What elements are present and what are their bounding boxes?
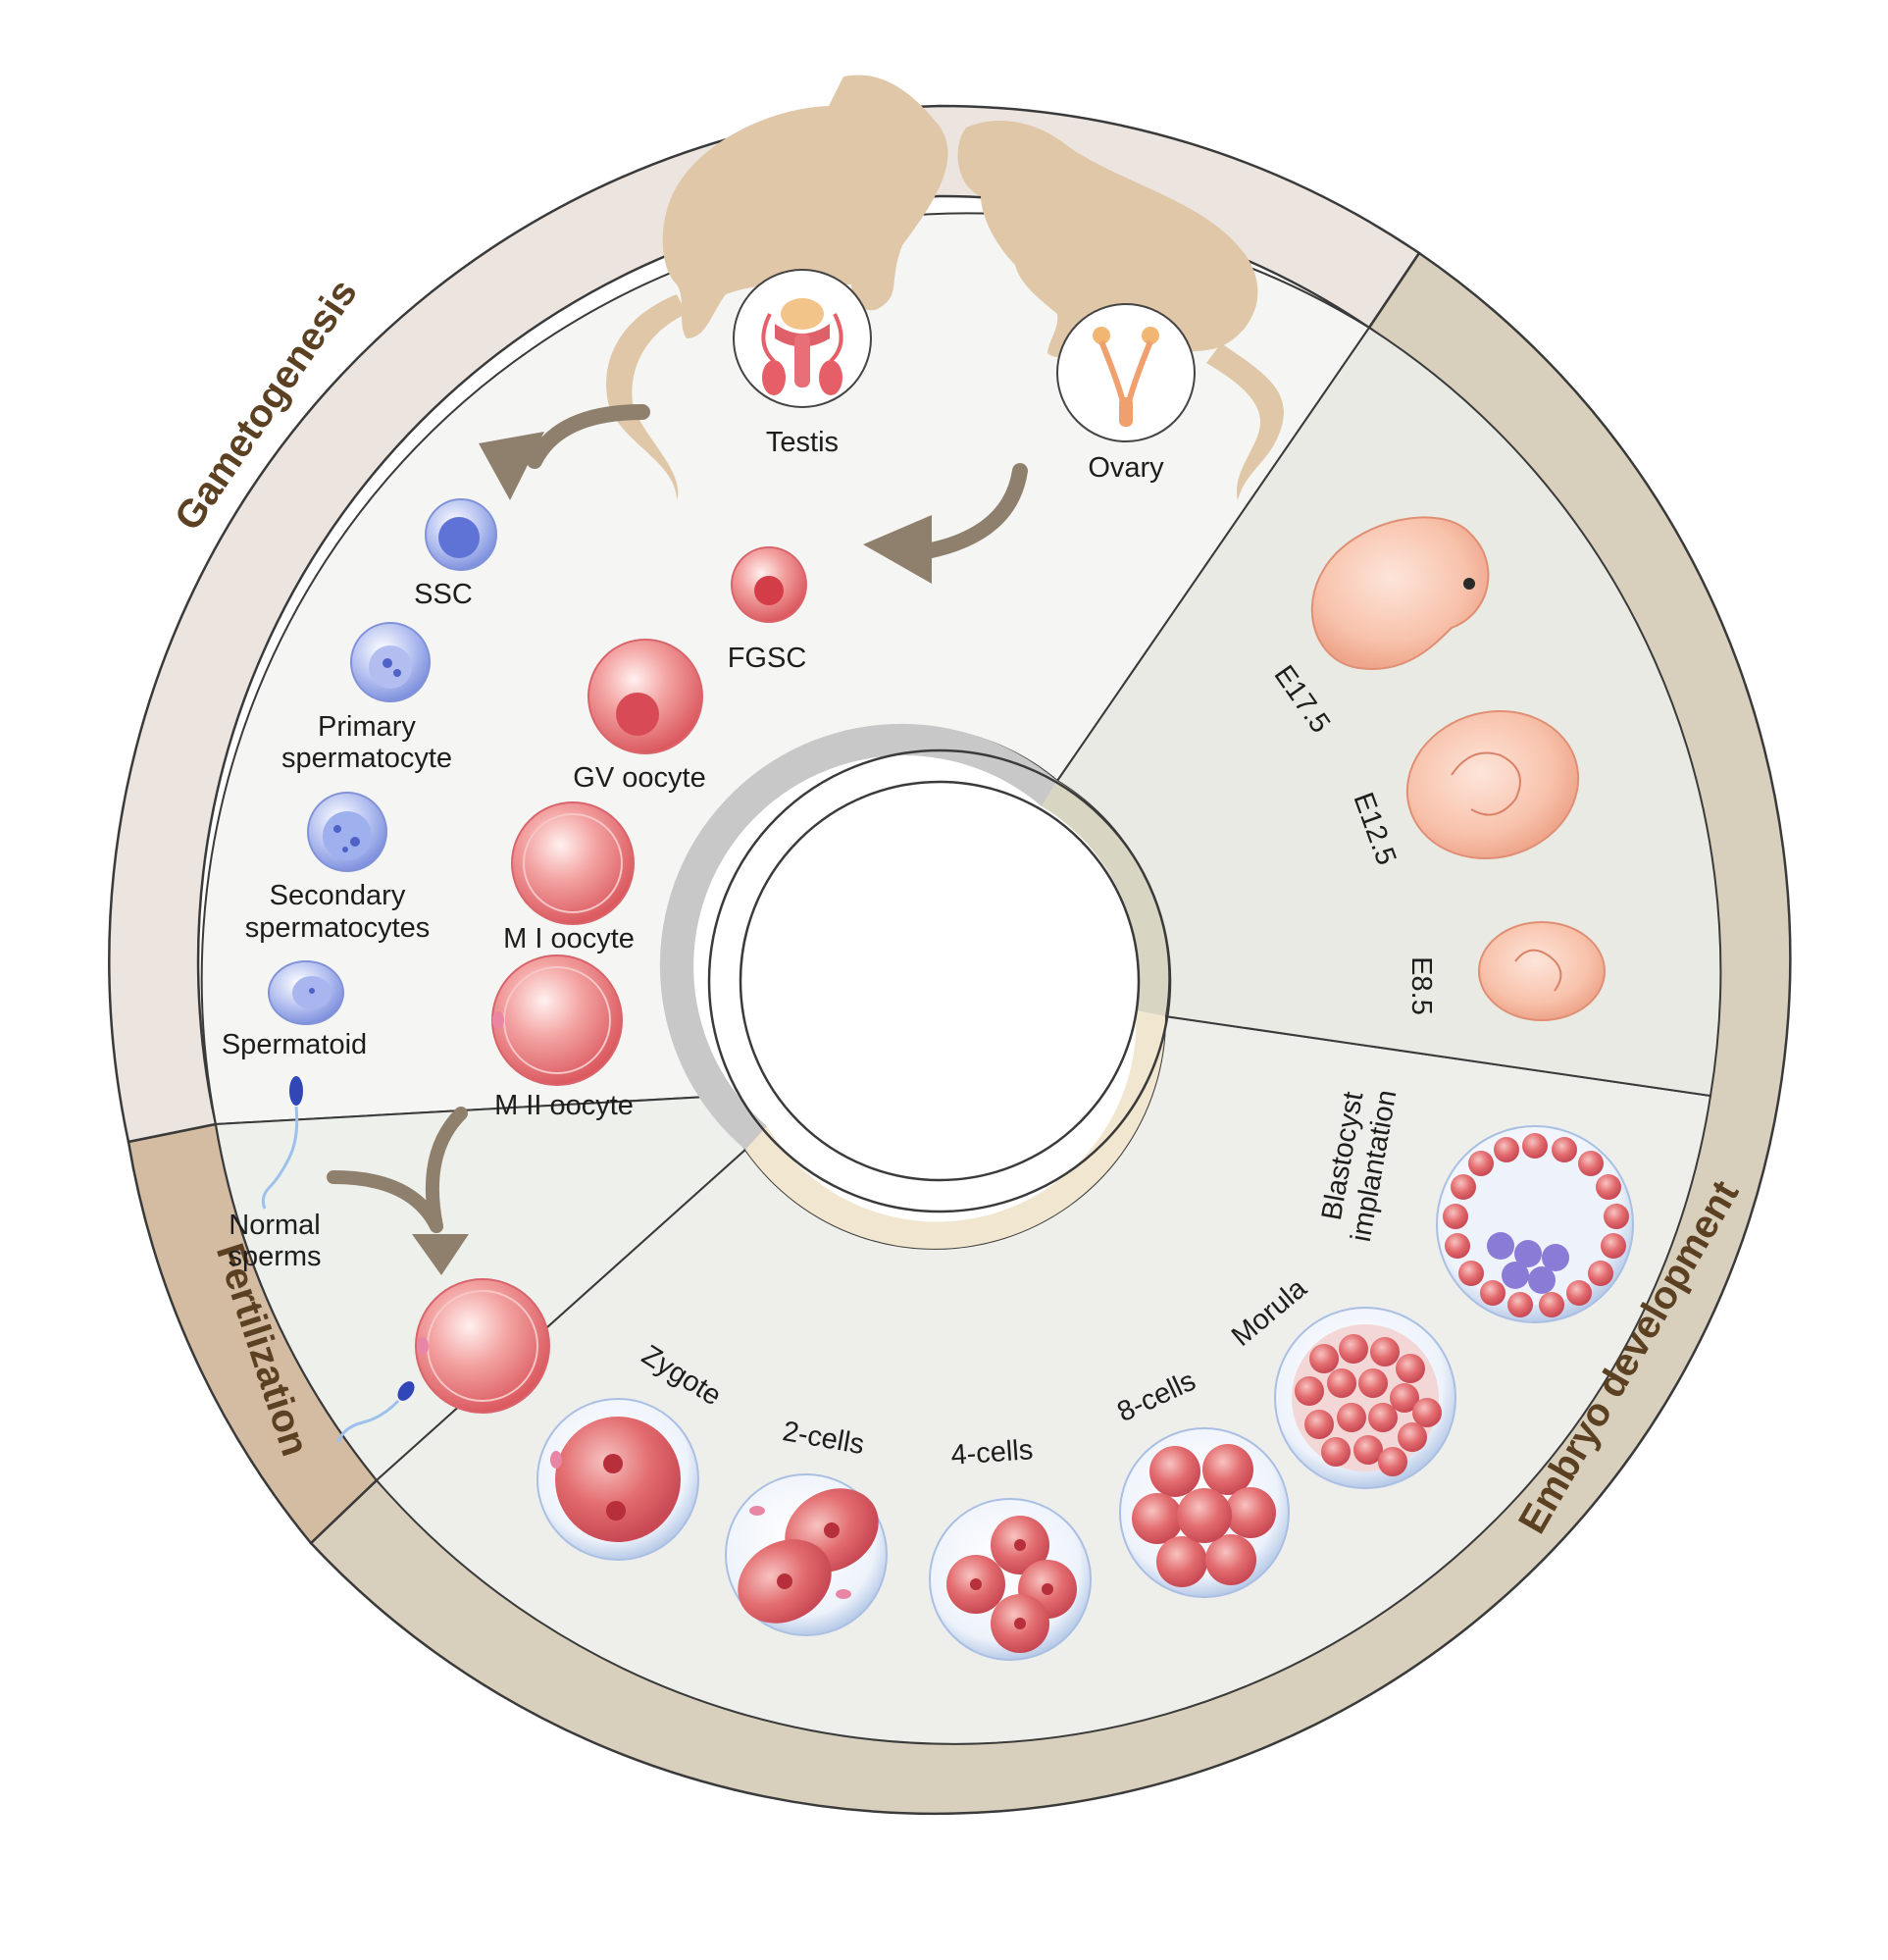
normal-sperm-icon [261, 1076, 303, 1210]
secondary-spermatocytes-label-1: Secondary [270, 880, 406, 911]
sperm-to-fertilization-arrow [327, 1170, 443, 1233]
m1-oocyte-cell [511, 801, 635, 925]
fgsc-label: FGSC [728, 643, 807, 674]
gametogenesis-ring [108, 104, 1421, 1144]
fertilized-egg [336, 1278, 550, 1443]
normal-sperms-label-1: Normal [229, 1210, 320, 1241]
inner-ring-cream [745, 1010, 1166, 1249]
e85-embryo [1478, 921, 1606, 1021]
four-cells-label: 4-cells [949, 1434, 1034, 1471]
center-hole [739, 780, 1141, 1182]
m1-oocyte-label: M I oocyte [503, 923, 635, 954]
ssc-cell [425, 498, 497, 571]
two-cell-embryo [725, 1473, 888, 1636]
primary-spermatocyte-label-1: Primary [318, 711, 416, 743]
e175-embryo [1310, 516, 1490, 670]
testis-to-ssc-arrow [527, 404, 650, 469]
secondary-spermatocytes-label-2: spermatocytes [245, 912, 431, 944]
inner-ring-outline [707, 748, 1172, 1213]
male-mouse [606, 75, 948, 500]
spermatoid-label: Spermatoid [222, 1029, 367, 1060]
spermatoid-cell [268, 960, 344, 1025]
fgsc-cell [731, 546, 807, 623]
m2-oocyte-cell [491, 954, 623, 1086]
inner-ring-olive [1042, 781, 1169, 1016]
inner-ring-grey [659, 723, 1057, 1150]
gv-oocyte-cell [587, 639, 703, 754]
primary-spermatocyte-label-2: spermatocyte [281, 743, 452, 774]
ovary-arrow-head [863, 515, 932, 584]
zygote-embryo [536, 1398, 699, 1561]
ovary-to-fgsc-arrow [919, 463, 1028, 559]
m2-oocyte-label: M II oocyte [494, 1090, 634, 1121]
e85-label: E8.5 [1405, 956, 1437, 1015]
testis-arrow-head [479, 432, 544, 500]
blastocyst-embryo [1436, 1125, 1634, 1323]
testis-icon [733, 269, 872, 408]
gv-oocyte-label: GV oocyte [573, 762, 705, 794]
ovary-label: Ovary [1088, 452, 1164, 484]
normal-sperms-label-2: sperms [228, 1241, 321, 1272]
fertilization-arrow-head [412, 1234, 469, 1275]
e125-embryo [1405, 709, 1580, 860]
primary-spermatocyte-cell [350, 622, 431, 702]
ovary-icon [1056, 303, 1196, 442]
secondary-spermatocyte-cell [307, 792, 387, 872]
female-mouse [957, 120, 1284, 500]
morula-embryo [1274, 1307, 1456, 1489]
four-cell-embryo [929, 1498, 1092, 1661]
ssc-label: SSC [414, 579, 473, 610]
eight-cell-embryo [1119, 1427, 1290, 1598]
testis-label: Testis [766, 427, 839, 458]
